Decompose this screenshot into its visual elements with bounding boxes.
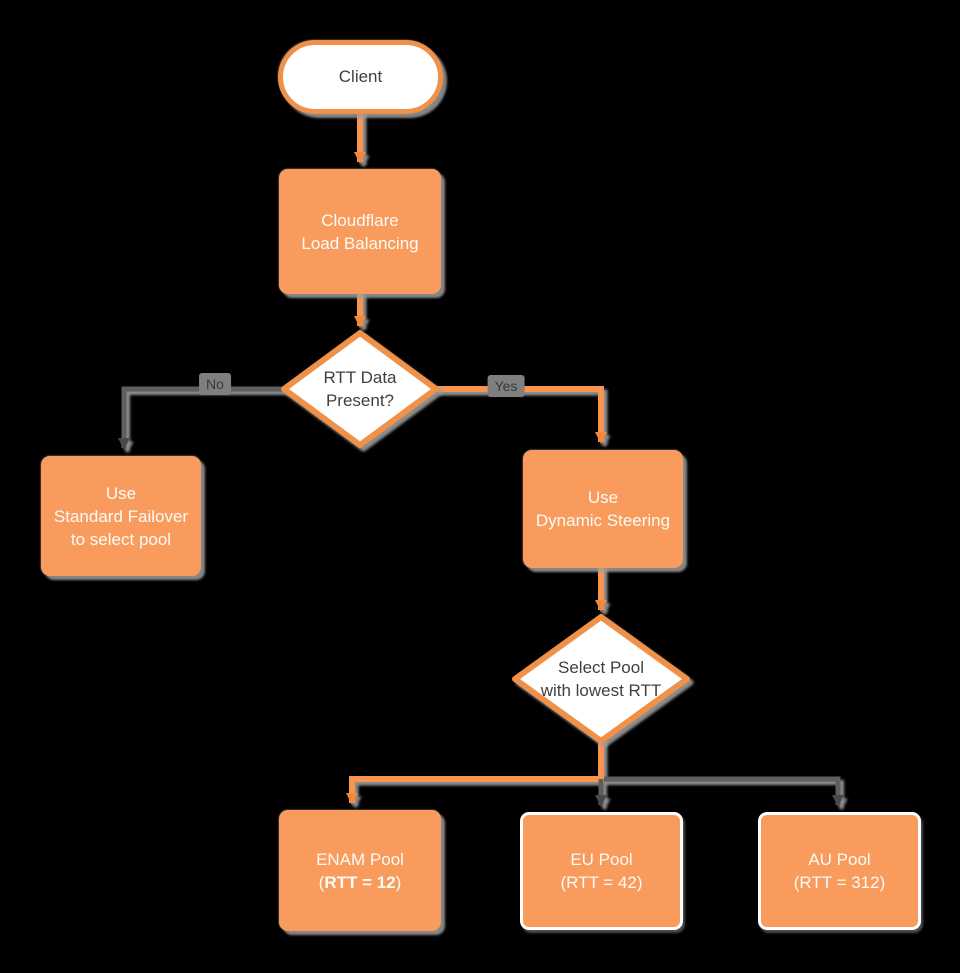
dynamic-steering-line1: Use xyxy=(587,488,619,507)
edge-label-yes: Yes xyxy=(487,375,525,397)
eu-pool-rtt: (RTT = 42) xyxy=(560,873,643,892)
load-balancer-node: Cloudflare Load Balancing xyxy=(279,169,441,294)
edge-select-pool-to-enam xyxy=(346,738,604,805)
rtt-decision-line1: RTT Data xyxy=(323,368,397,387)
edge-label-no: No xyxy=(199,373,231,395)
standard-failover-line2: Standard Failover xyxy=(53,506,189,526)
dynamic-steering-node: Use Dynamic Steering xyxy=(523,450,683,568)
select-pool-text: Select Pool with lowest RTT xyxy=(511,656,691,702)
select-pool-line1: Select Pool xyxy=(558,658,644,677)
standard-failover-line1: Use xyxy=(105,483,137,503)
load-balancer-line1: Cloudflare xyxy=(321,210,399,230)
edge-select-pool-to-au xyxy=(604,776,844,807)
enam-rtt-value: RTT = 12 xyxy=(324,872,396,892)
select-pool-line2: with lowest RTT xyxy=(540,681,662,700)
enam-pool-node: ENAM Pool (RTT = 12) xyxy=(279,810,441,931)
standard-failover-line3: to select pool xyxy=(70,529,172,549)
enam-rtt-open: ( xyxy=(318,872,325,892)
client-node: Client xyxy=(278,40,443,114)
eu-pool-name: EU Pool xyxy=(570,850,633,869)
rtt-decision-diamond xyxy=(281,330,439,448)
au-pool-node: AU Pool (RTT = 312) xyxy=(758,812,921,930)
rtt-decision-text: RTT Data Present? xyxy=(280,366,440,412)
edge-rtt-no-to-standard-failover xyxy=(118,386,284,450)
standard-failover-node: Use Standard Failover to select pool xyxy=(41,456,201,576)
dynamic-steering-line2: Dynamic Steering xyxy=(535,511,671,530)
client-label: Client xyxy=(338,67,383,86)
au-pool-rtt: (RTT = 312) xyxy=(793,873,886,892)
load-balancer-line2: Load Balancing xyxy=(301,233,419,253)
enam-pool-name: ENAM Pool xyxy=(316,849,404,869)
au-pool-name: AU Pool xyxy=(808,850,871,869)
rtt-decision-line2: Present? xyxy=(325,391,395,410)
enam-rtt-close: ) xyxy=(395,872,402,892)
enam-pool-rtt: (RTT = 12) xyxy=(319,871,402,894)
eu-pool-node: EU Pool (RTT = 42) xyxy=(520,812,683,930)
select-pool-diamond xyxy=(512,614,690,744)
